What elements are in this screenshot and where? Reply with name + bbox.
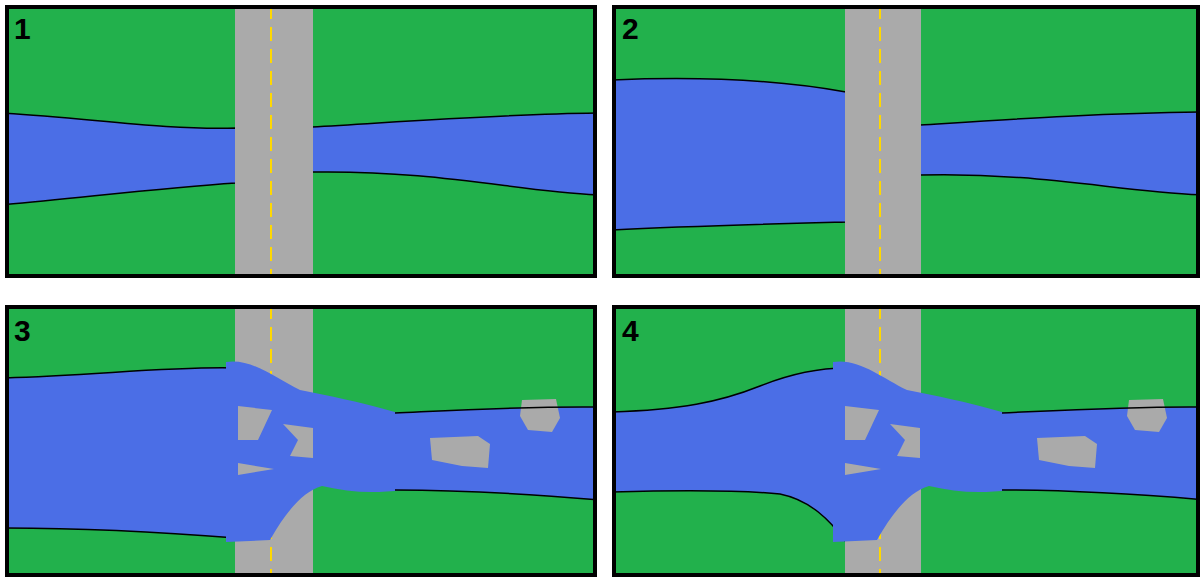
panel-number: 3	[14, 316, 31, 346]
panel-two	[612, 5, 1200, 278]
panel-number: 4	[622, 316, 639, 346]
panel-number: 2	[622, 14, 639, 44]
panel-three	[5, 305, 597, 577]
panel-one	[5, 5, 597, 278]
panel-four	[612, 305, 1200, 577]
panel-number: 1	[14, 14, 31, 44]
